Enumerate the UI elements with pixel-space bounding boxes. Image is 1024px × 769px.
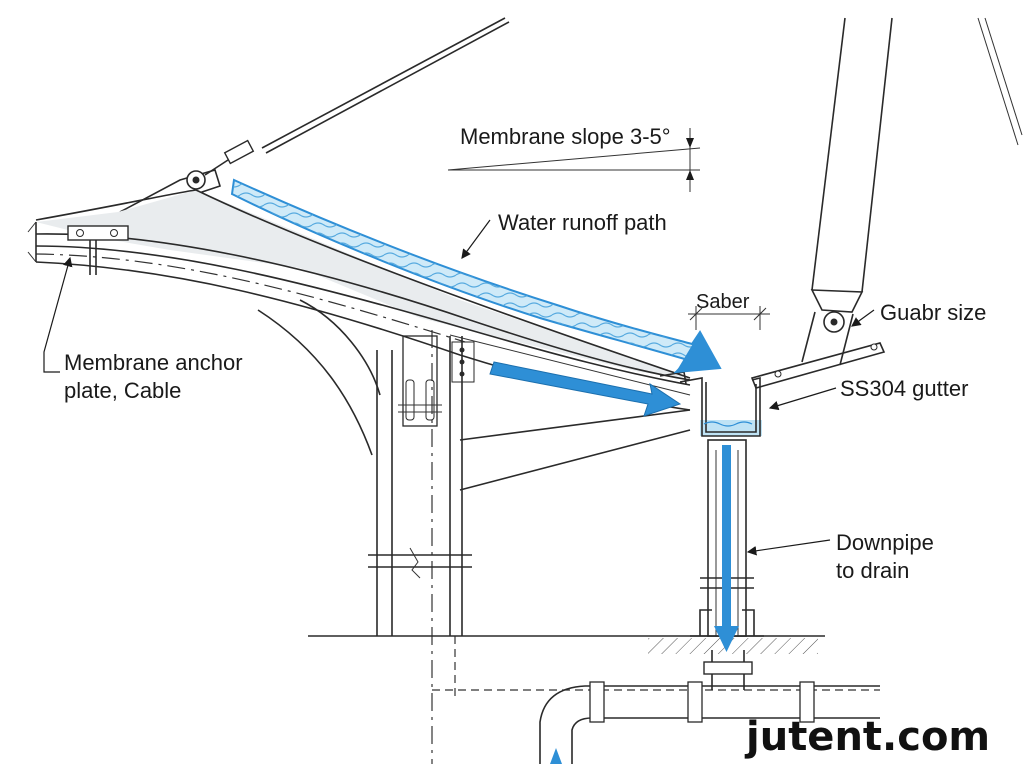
beam-flow-arrow	[489, 361, 682, 417]
downpipe-label-line2: to drain	[836, 558, 909, 583]
ground-line	[308, 635, 825, 654]
ss304-gutter	[659, 371, 762, 437]
membrane-slope-indicator	[447, 128, 701, 192]
water-runoff-band	[230, 178, 722, 374]
underground-drain-pipe	[539, 650, 880, 764]
watermark: jutent.com	[744, 714, 990, 760]
anchor-label-line2: plate, Cable	[64, 378, 181, 403]
downpipe-flow-arrow	[714, 445, 739, 652]
saber-dimension	[688, 306, 770, 330]
downpipe-label-line1: Downpipe	[836, 530, 934, 555]
guabr-size-label: Guabr size	[880, 300, 986, 325]
gutter-flange-plate	[750, 342, 886, 389]
membrane-slope-label: Membrane slope 3-5°	[460, 124, 671, 149]
saber-label: Saber	[696, 291, 750, 313]
support-bracket-arm	[257, 299, 691, 491]
steel-column	[368, 330, 880, 764]
anchor-label-line1: Membrane anchor	[64, 350, 243, 375]
membrane-surface	[35, 189, 691, 381]
leader-lines	[43, 219, 875, 556]
tension-cable	[204, 17, 510, 176]
inclined-column	[801, 17, 1023, 366]
ss304-gutter-label: SS304 gutter	[840, 376, 968, 401]
water-runoff-label: Water runoff path	[498, 210, 667, 235]
